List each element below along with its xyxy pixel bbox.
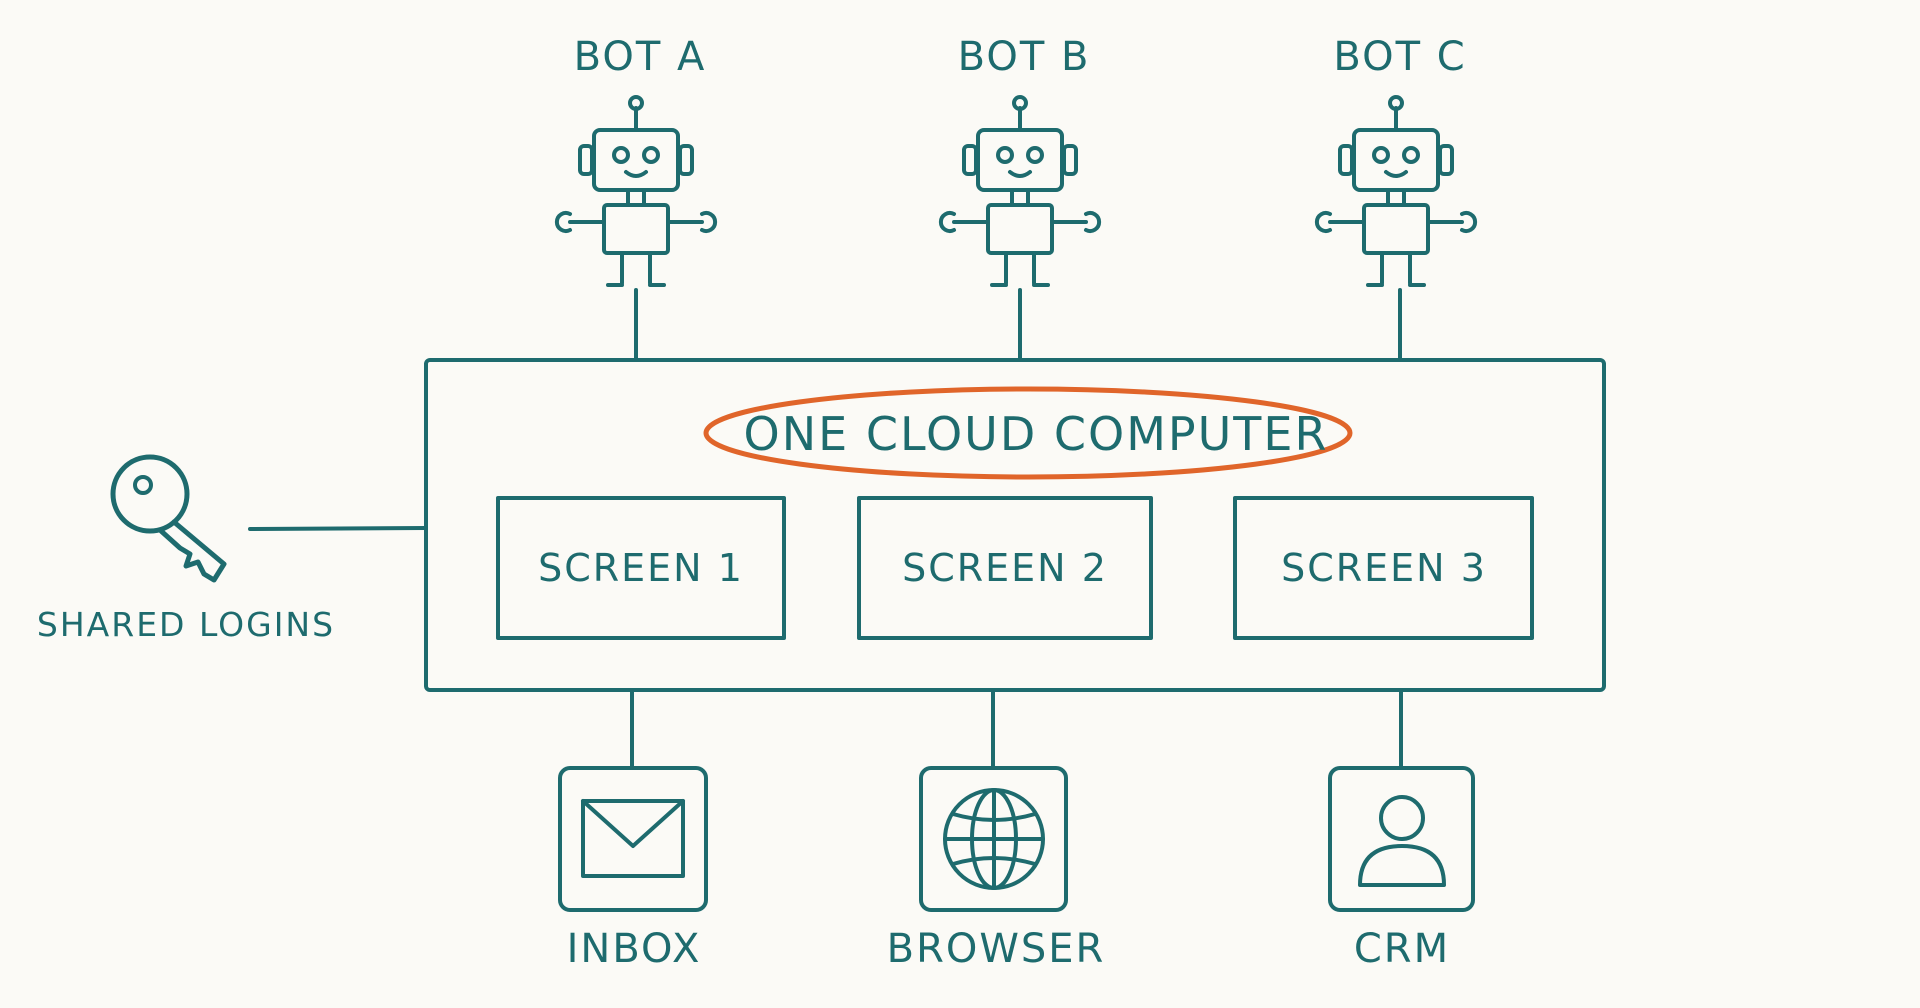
- app-browser: BROWSER: [887, 766, 1106, 972]
- screen-3-label: SCREEN 3: [1281, 546, 1487, 590]
- bot-c-label: BOT C: [1333, 34, 1466, 80]
- cloud-computer-box: [424, 358, 1606, 692]
- bot-a: BOT A: [554, 34, 718, 287]
- cloud-computer-title: ONE CLOUD COMPUTER: [744, 407, 1329, 461]
- shared-logins-connector: [248, 526, 428, 531]
- screen-1: SCREEN 1: [496, 496, 786, 640]
- bot-a-label: BOT A: [574, 34, 707, 80]
- key-icon: [110, 454, 227, 583]
- shared-logins-label: SHARED LOGINS: [37, 605, 335, 644]
- user-icon: [1358, 795, 1446, 887]
- shared-logins: SHARED LOGINS: [37, 454, 428, 644]
- screen-2-label: SCREEN 2: [902, 546, 1108, 590]
- app-crm: CRM: [1328, 766, 1475, 972]
- robot-icon: [1314, 95, 1478, 287]
- screen-1-label: SCREEN 1: [538, 546, 744, 590]
- bot-c: BOT C: [1314, 34, 1478, 287]
- bot-b: BOT B: [938, 34, 1102, 287]
- screen-2: SCREEN 2: [857, 496, 1153, 640]
- robot-icon: [938, 95, 1102, 287]
- envelope-icon: [581, 799, 685, 878]
- app-inbox-label: INBOX: [567, 926, 702, 972]
- app-browser-label: BROWSER: [887, 926, 1106, 972]
- globe-icon: [943, 788, 1045, 890]
- screen-3: SCREEN 3: [1233, 496, 1534, 640]
- app-inbox: INBOX: [558, 766, 708, 972]
- bot-b-label: BOT B: [958, 34, 1091, 80]
- robot-icon: [554, 95, 718, 287]
- app-crm-label: CRM: [1354, 926, 1450, 972]
- title-highlight: [703, 386, 1353, 480]
